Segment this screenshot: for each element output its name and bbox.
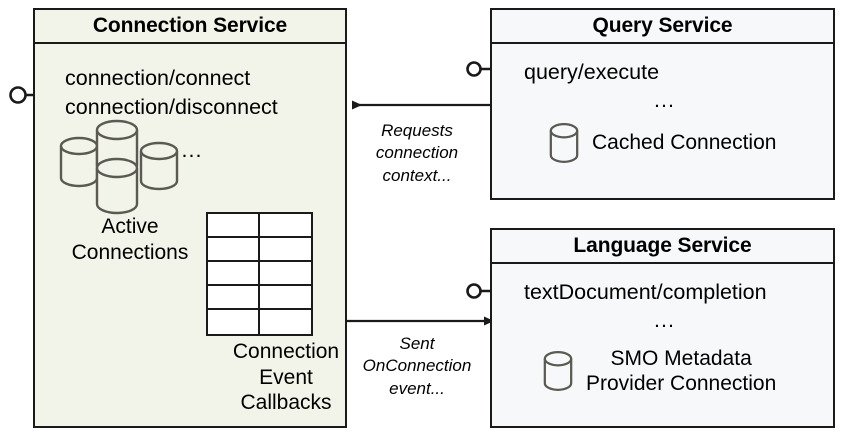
component-query-service[interactable]: Query Service query/execute ... Cached C… xyxy=(490,8,835,200)
language-service-title: Language Service xyxy=(492,230,833,264)
active-connections-label-line2: Connections xyxy=(71,240,189,264)
cached-connection-label: Cached Connection xyxy=(592,131,777,155)
active-connections-label-line1: Active xyxy=(101,215,159,238)
callbacks-label-line1: Connection xyxy=(232,340,340,363)
language-service-body: textDocument/completion ... SMO Metadata… xyxy=(492,264,833,426)
edge-label-sent-onconnection-event: Sent OnConnection event... xyxy=(348,333,486,400)
table-cell xyxy=(208,262,260,286)
table-cell xyxy=(260,310,312,334)
language-service-api-label: textDocument/completion xyxy=(524,280,767,304)
query-service-ellipsis: ... xyxy=(654,88,675,112)
connection-service-ellipsis: ... xyxy=(181,138,203,162)
component-language-service[interactable]: Language Service textDocument/completion… xyxy=(490,228,835,428)
table-cell xyxy=(259,286,311,310)
edge-label-line3: context... xyxy=(382,165,452,185)
smo-metadata-provider-connection-label: SMO Metadata Provider Connection xyxy=(586,346,776,396)
query-service-store-row: Cached Connection xyxy=(548,122,776,164)
edge-label-line3: event... xyxy=(389,378,445,398)
connection-service-body: connection/connect connection/disconnect… xyxy=(35,44,345,426)
connection-service-interface-list: connection/connect connection/disconnect xyxy=(65,64,278,122)
connection-event-callbacks-table-icon xyxy=(206,212,313,336)
table-cell xyxy=(259,262,311,286)
edge-label-line1: Sent xyxy=(399,334,435,353)
database-icon xyxy=(543,351,573,392)
edge-label-line1: Requests xyxy=(381,121,453,140)
language-service-store-row: SMO Metadata Provider Connection xyxy=(542,346,776,396)
interface-connection-connect: connection/connect xyxy=(65,66,251,90)
table-cell xyxy=(259,238,311,262)
table-cell xyxy=(208,286,260,310)
table-cell xyxy=(208,310,260,334)
store-label-line1: SMO Metadata xyxy=(610,347,752,370)
connection-event-callbacks-label: Connection Event Callbacks xyxy=(213,339,359,416)
connection-service-title: Connection Service xyxy=(35,10,345,44)
active-connections-label: Active Connections xyxy=(47,214,213,265)
interface-connection-disconnect: connection/disconnect xyxy=(65,95,278,120)
table-cell xyxy=(259,214,311,238)
edge-label-requests-connection-context: Requests connection context... xyxy=(352,120,482,187)
table-cell xyxy=(208,214,260,238)
edge-label-line2: connection xyxy=(375,143,459,163)
query-service-api-label: query/execute xyxy=(524,60,660,84)
table-cell xyxy=(208,238,260,262)
database-cluster-icon xyxy=(59,119,179,215)
store-label-line2: Provider Connection xyxy=(586,372,777,396)
component-connection-service[interactable]: Connection Service connection/connect co… xyxy=(33,8,347,428)
callbacks-label-line2: Event xyxy=(259,365,313,389)
callbacks-label-line3: Callbacks xyxy=(240,391,332,415)
database-icon xyxy=(549,123,579,163)
query-service-body: query/execute ... Cached Connection xyxy=(492,44,833,198)
language-service-ellipsis: ... xyxy=(654,308,675,332)
query-service-title: Query Service xyxy=(492,10,833,44)
edge-label-line2: OnConnection xyxy=(362,356,472,376)
